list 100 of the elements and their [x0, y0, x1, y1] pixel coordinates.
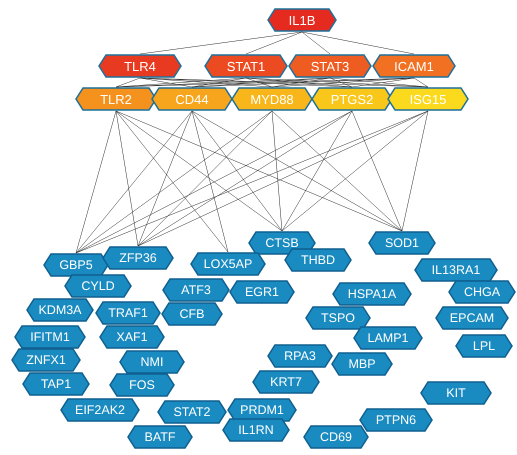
interaction-line	[138, 110, 192, 246]
gene-label: ICAM1	[394, 60, 434, 72]
gene-node	[353, 326, 423, 350]
gene-node	[227, 398, 297, 422]
gene-node	[11, 348, 81, 372]
gene-label: STAT1	[226, 60, 266, 72]
interaction-line	[76, 110, 272, 254]
hub-gene-node	[288, 54, 372, 78]
interaction-line	[272, 110, 282, 232]
gene-label: PTPN6	[376, 414, 416, 426]
gene-node	[43, 253, 109, 277]
gene-label: RPA3	[284, 350, 316, 362]
gene-node	[414, 258, 498, 282]
gene-label: ZFP36	[119, 252, 157, 264]
gene-label: KDM3A	[38, 304, 82, 316]
gene-node	[157, 400, 227, 424]
interaction-line	[192, 110, 282, 232]
gene-label: EPCAM	[450, 312, 494, 324]
hub-gene-node	[75, 87, 157, 111]
interaction-line	[116, 110, 138, 246]
interaction-line	[414, 78, 428, 88]
gene-label: IL1B	[288, 14, 316, 26]
gene-label: CTSB	[265, 236, 299, 250]
hub-gene-node	[98, 54, 182, 78]
interaction-line	[282, 110, 352, 232]
interaction-line	[138, 110, 428, 246]
hub-gene-node	[231, 87, 313, 111]
gene-label: ISG15	[410, 92, 446, 106]
gene-label: LAMP1	[368, 332, 408, 344]
gene-node	[99, 325, 165, 349]
gene-label: STAT2	[173, 406, 211, 418]
gene-label: CHGA	[464, 286, 500, 298]
gene-node	[190, 252, 266, 276]
interaction-line	[76, 110, 192, 254]
gene-node	[161, 302, 223, 326]
interaction-line	[352, 110, 402, 232]
gene-node	[60, 398, 140, 422]
gene-node	[359, 408, 433, 432]
gene-label: PTGS2	[330, 92, 374, 106]
gene-node	[252, 370, 320, 394]
hub-gene-node	[267, 8, 337, 32]
gene-node	[248, 231, 316, 255]
gene-node	[331, 352, 393, 376]
gene-label: KIT	[446, 386, 466, 400]
gene-label: IL1RN	[238, 424, 274, 436]
interaction-line	[76, 110, 116, 254]
gene-node	[64, 274, 132, 298]
gene-label: KRT7	[270, 376, 302, 388]
gene-label: GBP5	[59, 258, 93, 272]
gene-label: CFB	[180, 308, 204, 320]
interaction-line	[282, 110, 428, 232]
gene-label: TLR4	[124, 60, 156, 72]
interaction-line	[402, 110, 428, 232]
gene-label: SOD1	[384, 236, 420, 250]
interaction-line	[116, 110, 402, 232]
interaction-line	[116, 110, 228, 252]
hub-gene-node	[387, 87, 469, 111]
gene-node	[368, 231, 436, 255]
interaction-line	[116, 78, 140, 88]
gene-node	[455, 334, 513, 358]
interaction-line	[192, 110, 402, 232]
gene-node	[229, 280, 295, 304]
gene-node	[22, 372, 90, 396]
gene-label: NMI	[140, 356, 164, 368]
gene-label: TRAF1	[108, 306, 148, 320]
gene-label: IL13RA1	[432, 264, 480, 276]
gene-label: XAF1	[116, 330, 148, 344]
interaction-line	[138, 110, 352, 246]
gene-label: MYD88	[250, 92, 294, 106]
gene-node	[119, 350, 185, 374]
gene-label: BATF	[144, 430, 176, 444]
hub-gene-node	[204, 54, 288, 78]
interaction-line	[272, 78, 330, 88]
gene-node	[14, 325, 86, 349]
gene-node	[284, 248, 352, 272]
gene-node	[222, 418, 290, 442]
interaction-line	[352, 78, 414, 88]
gene-label: PRDM1	[240, 404, 284, 416]
interaction-line	[140, 32, 302, 54]
gene-node	[435, 306, 509, 330]
gene-node	[162, 278, 230, 302]
gene-label: ZNFX1	[26, 354, 66, 366]
gene-label: LPL	[472, 340, 496, 352]
gene-label: TAP1	[40, 378, 72, 390]
gene-node	[332, 282, 412, 306]
gene-label: EGR1	[244, 286, 280, 298]
gene-node	[420, 381, 492, 405]
gene-label: MBP	[348, 358, 376, 370]
interaction-line	[330, 78, 352, 88]
hub-gene-node	[311, 87, 393, 111]
interaction-line	[192, 110, 228, 252]
gene-label: ATF3	[181, 284, 211, 296]
interaction-line	[116, 110, 282, 232]
gene-label: STAT3	[310, 60, 350, 72]
gene-label: TSPO	[320, 312, 356, 324]
gene-label: CYLD	[81, 280, 115, 292]
interaction-line	[140, 78, 192, 88]
gene-label: TLR2	[100, 92, 132, 106]
gene-label: EIF2AK2	[74, 404, 126, 416]
gene-label: LOX5AP	[204, 258, 252, 270]
